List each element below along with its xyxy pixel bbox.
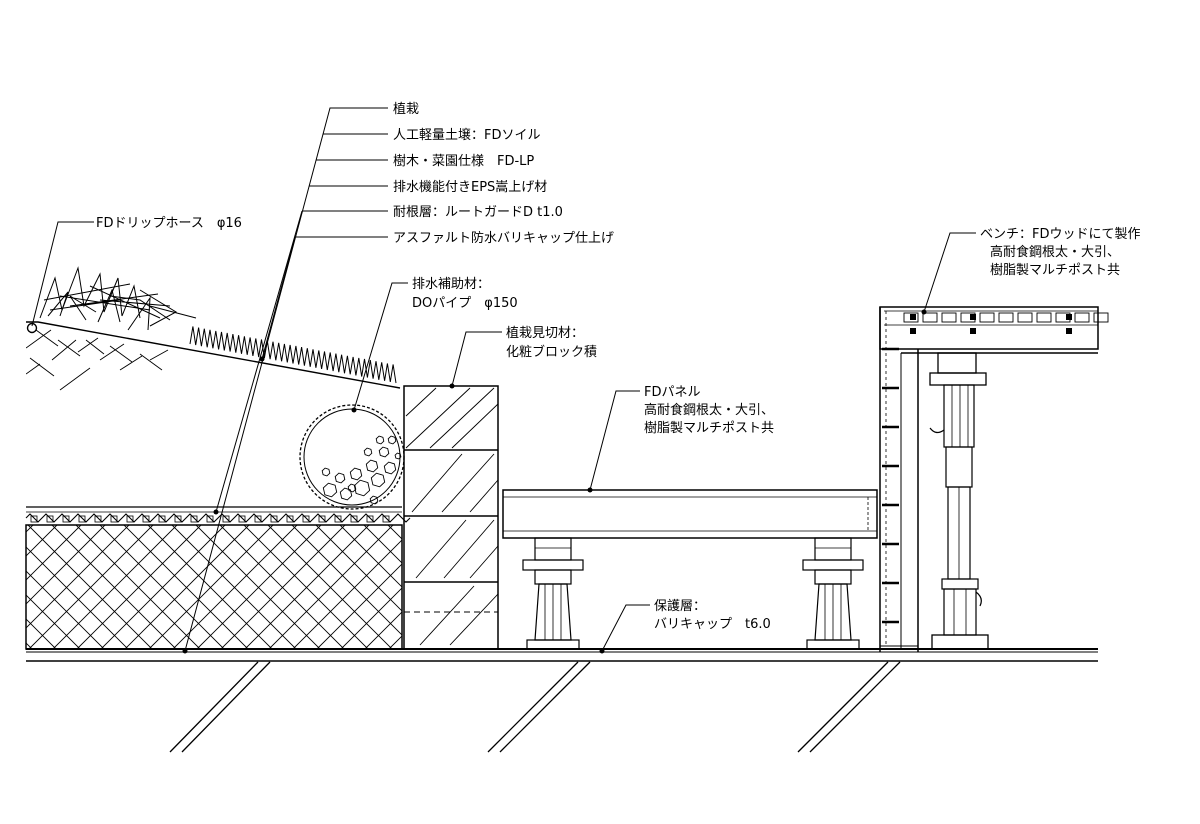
label-edge-line2: 化粧ブロック積 <box>506 344 597 360</box>
label-drain-line2: DOパイプ φ150 <box>412 296 518 311</box>
fd-panel-deck <box>502 489 878 539</box>
label-waterproof: アスファルト防水バリキャップ仕上げ <box>393 230 614 246</box>
label-bench-line3: 樹脂製マルチポスト共 <box>990 263 1120 278</box>
label-planting: 植栽 <box>393 101 419 117</box>
drain-pipe <box>299 404 405 510</box>
label-protect-line2: バリキャップ t6.0 <box>654 617 771 632</box>
label-soil: 人工軽量土壌：FDソイル <box>393 128 541 143</box>
leader-dots <box>182 309 927 654</box>
label-protect-line1: 保護層： <box>654 598 706 614</box>
label-bench-line1: ベンチ：FDウッドにて製作 <box>980 227 1141 242</box>
label-drain-line1: 排水補助材： <box>412 277 490 292</box>
bench <box>879 306 1109 652</box>
planting-shrubs <box>26 266 197 334</box>
structural-slab <box>26 648 1098 753</box>
annotation-labels: 植栽 人工軽量土壌：FDソイル 樹木・菜園仕様 FD-LP 排水機能付きEPS嵩… <box>96 101 1141 632</box>
label-panel-line2: 高耐食鋼根太・大引、 <box>644 402 774 418</box>
leader-lines <box>31 107 976 652</box>
drainage-mat <box>25 506 411 523</box>
label-drip-hose: FDドリップホース φ16 <box>96 216 242 231</box>
label-root-guard: 耐根層：ルートガードD t1.0 <box>393 205 563 220</box>
eps-raising-layer <box>25 524 403 650</box>
planter-edge-blocks <box>403 385 499 650</box>
label-panel-line1: FDパネル <box>644 385 701 400</box>
label-eps: 排水機能付きEPS嵩上げ材 <box>393 180 547 195</box>
drip-hose-icon <box>26 322 38 334</box>
label-edge-line1: 植栽見切材： <box>506 325 584 341</box>
label-bench-line2: 高耐食鋼根太・大引、 <box>990 244 1120 260</box>
deck-pedestals <box>522 537 864 650</box>
grass-on-slope <box>189 326 397 384</box>
label-spec: 樹木・菜園仕様 FD-LP <box>393 154 534 169</box>
soil-slope <box>26 321 401 391</box>
bench-post <box>929 352 989 650</box>
label-panel-line3: 樹脂製マルチポスト共 <box>644 421 774 436</box>
